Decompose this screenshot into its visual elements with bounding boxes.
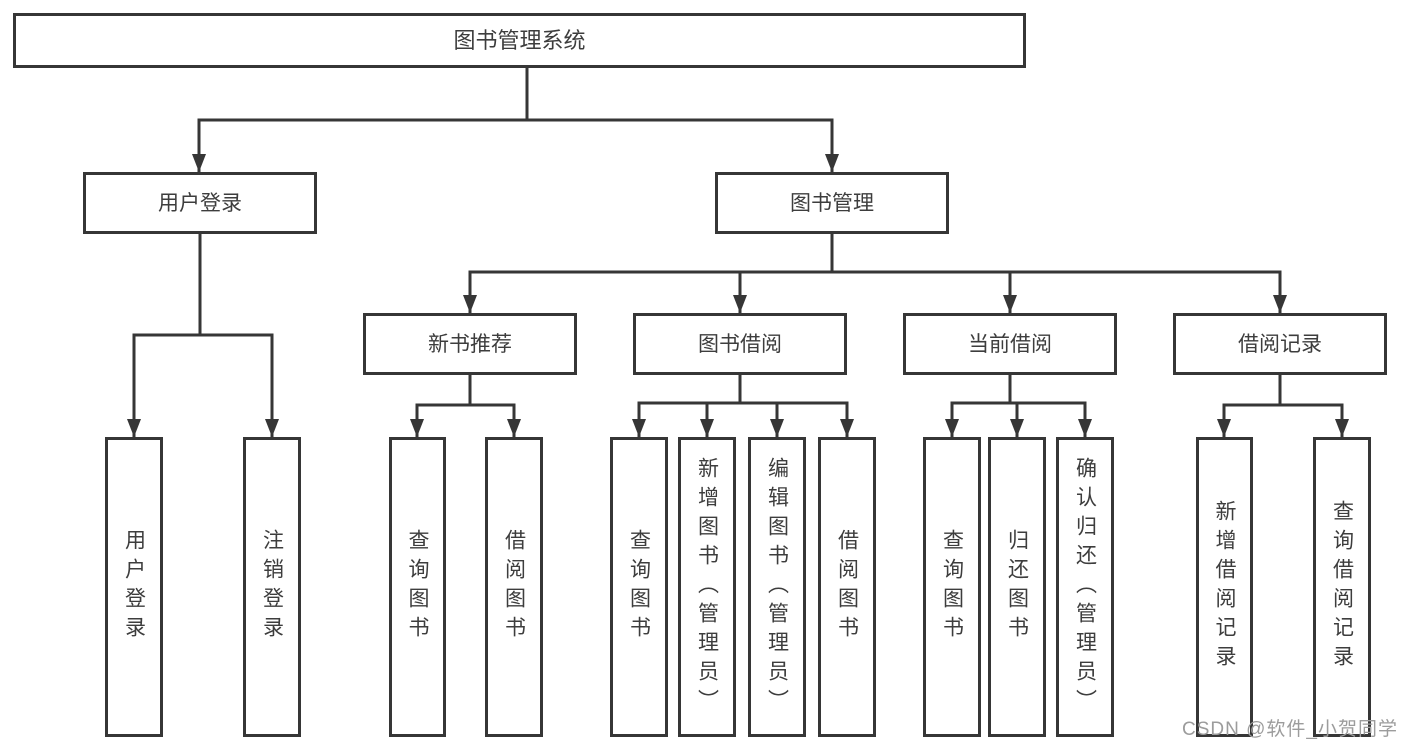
leaf-query-books-recommend: 查询图书 — [389, 437, 446, 737]
node-label: 新增图书（管理员） — [695, 456, 719, 718]
node-label: 查询图书 — [406, 529, 429, 645]
node-book-borrowing: 图书借阅 — [633, 313, 847, 375]
leaf-logout: 注销登录 — [243, 437, 301, 737]
node-user-login: 用户登录 — [83, 172, 317, 234]
node-label: 确认归还（管理员） — [1073, 456, 1097, 718]
node-label: 图书借阅 — [698, 332, 782, 356]
node-label: 注销登录 — [260, 529, 284, 645]
node-label: 归还图书 — [1005, 529, 1029, 645]
node-label: 借阅记录 — [1238, 332, 1322, 356]
connector-group — [127, 66, 1349, 438]
node-new-book-recommendation: 新书推荐 — [363, 313, 577, 375]
node-current-borrowing: 当前借阅 — [903, 313, 1117, 375]
node-label: 借阅图书 — [835, 529, 859, 645]
node-label: 图书管理 — [790, 191, 874, 215]
node-label: 用户登录 — [158, 191, 242, 215]
leaf-borrow-books-borrowing: 借阅图书 — [818, 437, 876, 737]
leaf-query-borrow-record: 查询借阅记录 — [1313, 437, 1371, 737]
node-label: 查询借阅记录 — [1330, 500, 1354, 674]
node-library-management-system: 图书管理系统 — [13, 13, 1026, 68]
node-label: 用户登录 — [122, 529, 146, 645]
leaf-user-login: 用户登录 — [105, 437, 163, 737]
node-label: 借阅图书 — [502, 529, 526, 645]
leaf-query-books-borrowing: 查询图书 — [610, 437, 668, 737]
node-label: 图书管理系统 — [453, 27, 586, 53]
node-label: 查询图书 — [940, 529, 964, 645]
node-label: 新书推荐 — [428, 332, 512, 356]
node-book-management: 图书管理 — [715, 172, 949, 234]
leaf-add-borrow-record: 新增借阅记录 — [1196, 437, 1253, 737]
node-borrowing-records: 借阅记录 — [1173, 313, 1387, 375]
leaf-borrow-books-recommend: 借阅图书 — [485, 437, 543, 737]
node-label: 查询图书 — [627, 529, 651, 645]
leaf-confirm-return-admin: 确认归还（管理员） — [1056, 437, 1114, 737]
node-label: 当前借阅 — [968, 332, 1052, 356]
leaf-add-books-admin: 新增图书（管理员） — [678, 437, 736, 737]
node-label: 新增借阅记录 — [1213, 500, 1236, 674]
leaf-query-books-current: 查询图书 — [923, 437, 981, 737]
node-label: 编辑图书（管理员） — [765, 456, 789, 718]
leaf-edit-books-admin: 编辑图书（管理员） — [748, 437, 806, 737]
leaf-return-books: 归还图书 — [988, 437, 1046, 737]
watermark-text: CSDN @软件_小贺同学 — [1182, 719, 1398, 740]
